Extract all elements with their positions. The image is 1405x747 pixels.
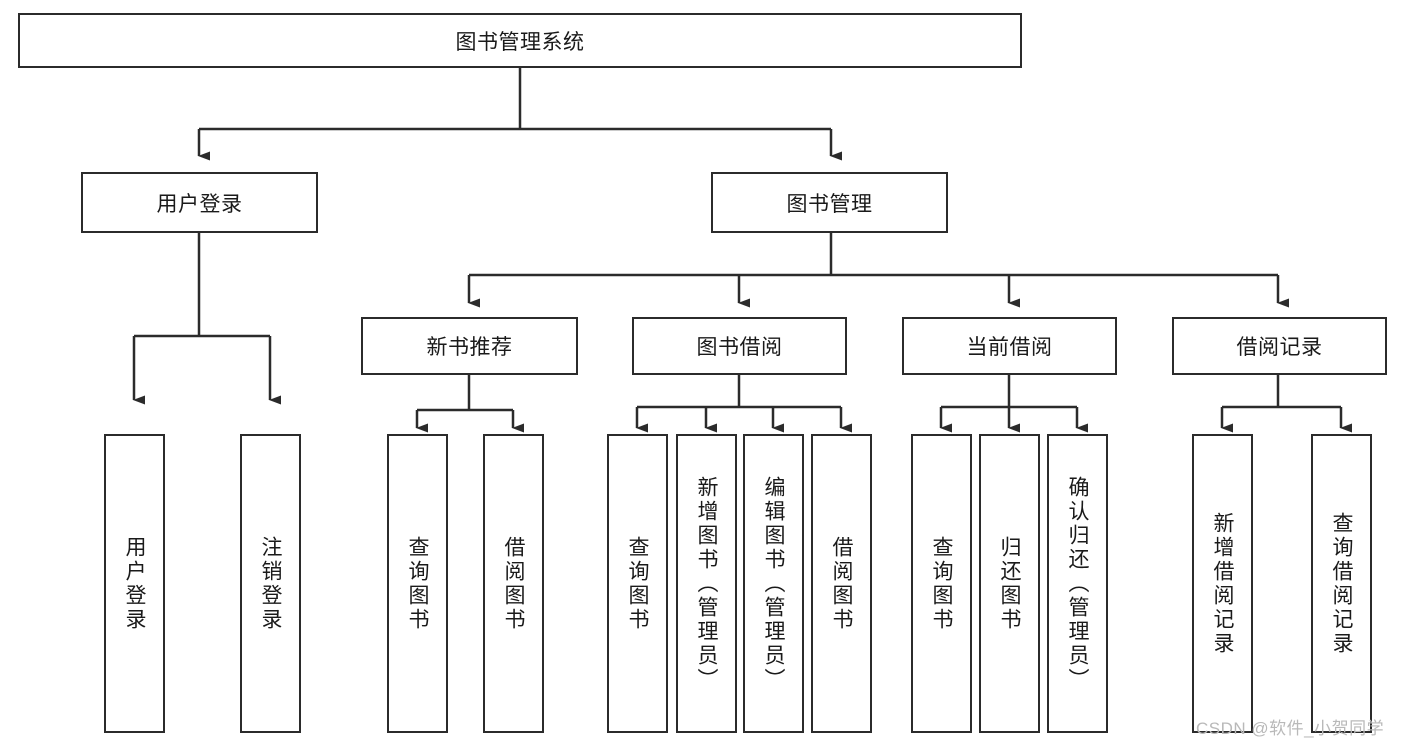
leaf-borrow-book-1[interactable]: 借阅图书 xyxy=(483,434,544,733)
node-label: 图书管理 xyxy=(786,192,873,216)
node-label: 借阅图书 xyxy=(830,535,853,632)
leaf-logout[interactable]: 注销登录 xyxy=(240,434,301,733)
node-label: 图书借阅 xyxy=(696,336,783,359)
node-label: 新增图书（管理员） xyxy=(695,475,718,692)
node-label: 查询借阅记录 xyxy=(1330,511,1353,656)
node-label: 当前借阅 xyxy=(966,336,1053,359)
node-current-borrow[interactable]: 当前借阅 xyxy=(902,317,1117,375)
node-label: 查询图书 xyxy=(930,535,953,632)
node-book-management[interactable]: 图书管理 xyxy=(711,172,948,233)
node-label: 归还图书 xyxy=(998,535,1021,632)
node-borrow-record[interactable]: 借阅记录 xyxy=(1172,317,1387,375)
node-label: 新书推荐 xyxy=(426,336,513,359)
node-book-borrow[interactable]: 图书借阅 xyxy=(632,317,847,375)
node-new-book-recommend[interactable]: 新书推荐 xyxy=(361,317,578,375)
node-label: 借阅记录 xyxy=(1236,336,1323,359)
leaf-confirm-return[interactable]: 确认归还（管理员） xyxy=(1047,434,1108,733)
node-label: 新增借阅记录 xyxy=(1211,511,1234,656)
leaf-query-record[interactable]: 查询借阅记录 xyxy=(1311,434,1372,733)
node-label: 注销登录 xyxy=(259,535,282,632)
node-root-title[interactable]: 图书管理系统 xyxy=(18,13,1022,68)
leaf-query-book-3[interactable]: 查询图书 xyxy=(911,434,972,733)
node-label: 用户登录 xyxy=(123,535,146,632)
node-label: 用户登录 xyxy=(156,192,243,216)
watermark-text: CSDN @软件_小贺同学 xyxy=(1196,719,1385,738)
node-label: 借阅图书 xyxy=(502,535,525,632)
leaf-user-login[interactable]: 用户登录 xyxy=(104,434,165,733)
node-label: 图书管理系统 xyxy=(455,30,585,54)
leaf-add-record[interactable]: 新增借阅记录 xyxy=(1192,434,1253,733)
leaf-query-book-1[interactable]: 查询图书 xyxy=(387,434,448,733)
node-user-login[interactable]: 用户登录 xyxy=(81,172,318,233)
node-label: 确认归还（管理员） xyxy=(1066,475,1089,692)
leaf-return-book[interactable]: 归还图书 xyxy=(979,434,1040,733)
node-label: 编辑图书（管理员） xyxy=(762,475,785,692)
node-label: 查询图书 xyxy=(406,535,429,632)
leaf-borrow-book-2[interactable]: 借阅图书 xyxy=(811,434,872,733)
leaf-add-book[interactable]: 新增图书（管理员） xyxy=(676,434,737,733)
leaf-query-book-2[interactable]: 查询图书 xyxy=(607,434,668,733)
node-label: 查询图书 xyxy=(626,535,649,632)
leaf-edit-book[interactable]: 编辑图书（管理员） xyxy=(743,434,804,733)
